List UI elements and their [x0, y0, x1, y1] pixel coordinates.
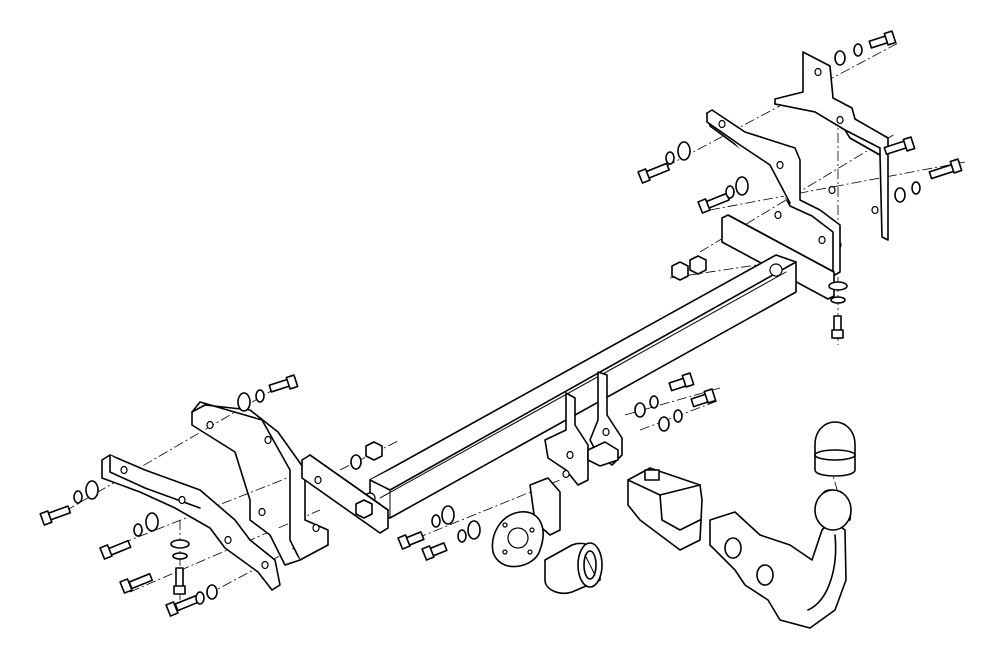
cross-beam	[364, 254, 797, 519]
bolt	[99, 539, 132, 560]
socket-cover	[544, 542, 603, 595]
center-lug-left	[544, 392, 589, 486]
bolt	[165, 594, 200, 617]
bolt	[928, 158, 963, 180]
left-bracket	[191, 401, 329, 566]
bolt	[690, 388, 717, 408]
ball-neck-mount	[627, 467, 703, 551]
bolt	[668, 372, 695, 392]
bolt	[697, 192, 730, 214]
bolt	[868, 30, 897, 49]
washers	[73, 43, 921, 605]
bolt	[268, 374, 299, 393]
electrical-socket-plate	[491, 477, 561, 568]
right-bracket-upper	[774, 51, 889, 250]
bolt	[39, 505, 72, 526]
bolt	[831, 315, 844, 339]
bolt	[119, 572, 154, 594]
nuts	[355, 255, 707, 519]
bolt	[637, 162, 670, 184]
bolts	[39, 30, 963, 617]
tow-ball-cap	[814, 421, 856, 477]
bolt	[397, 531, 425, 550]
bolt	[883, 136, 916, 156]
left-side-plate	[101, 454, 281, 591]
bolt	[173, 567, 186, 595]
center-lug-right	[587, 371, 623, 467]
tow-ball-neck	[709, 489, 852, 629]
right-bracket-plate	[706, 109, 841, 277]
bolt	[421, 542, 448, 561]
